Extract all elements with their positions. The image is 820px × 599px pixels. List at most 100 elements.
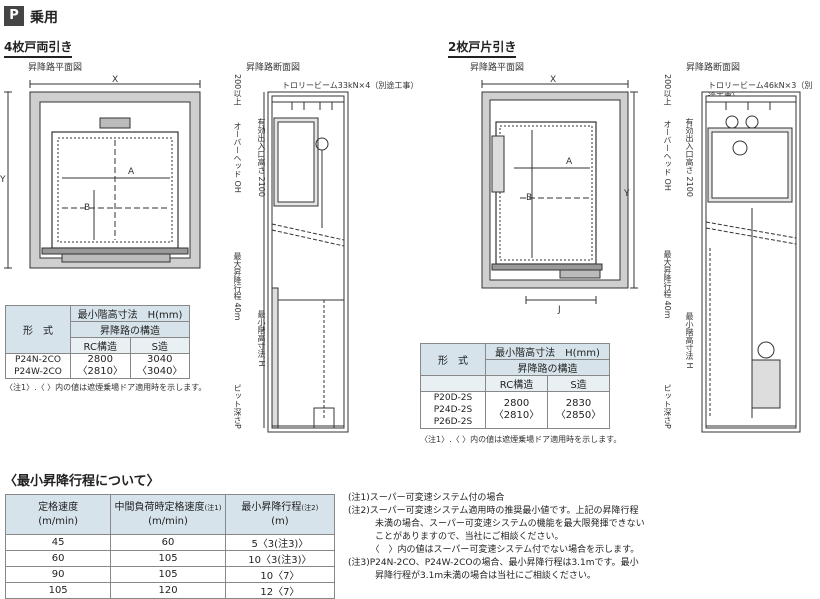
right-plan-dim-b: B bbox=[526, 193, 532, 203]
left-section-title: 4枚戸両引き bbox=[4, 38, 73, 58]
right-table-rc-alt: 〈2810〉 bbox=[493, 410, 540, 421]
left-table-s-value: 3040 bbox=[147, 354, 173, 365]
travel-col-mid-unit: (m/min) bbox=[148, 515, 188, 527]
right-plan-drawing: X Y A B J bbox=[481, 75, 638, 315]
travel-table: 定格速度 (m/min) 中間負荷時定格速度(注1) (m/min) 最小昇降行… bbox=[4, 494, 336, 599]
left-v-overhead: オーバーヘッド OH bbox=[233, 122, 242, 193]
left-v-over200: 200以上 bbox=[233, 74, 242, 106]
travel-col-rated-label: 定格速度 bbox=[38, 501, 79, 513]
left-table-col-rc: RC構造 bbox=[70, 337, 131, 354]
left-plan-dim-a: A bbox=[128, 167, 135, 177]
right-table-col-minfloor: 最小階高寸法 H(mm) bbox=[485, 343, 610, 360]
right-spec-table: 形 式 最小階高寸法 H(mm) 昇降路の構造 RC構造 S造 P20D-2S … bbox=[420, 343, 610, 429]
right-table-col-structure: 昇降路の構造 bbox=[485, 359, 610, 376]
right-table-model: P24D-2S bbox=[433, 405, 473, 415]
travel-note: 未満の場合、スーパー可変速システムの機能を最大限発揮できない bbox=[348, 519, 645, 529]
travel-col-min: 最小昇降行程(注2) (m) bbox=[224, 494, 336, 535]
left-table-rc-value: 2800 bbox=[87, 354, 113, 365]
travel-col-mid: 中間負荷時定格速度(注1) (m/min) bbox=[110, 494, 226, 535]
right-table-note: 〈注1〉.〈 〉内の値は遮煙乗場ドア適用時を示します。 bbox=[420, 435, 622, 444]
left-spec-table: 形 式 最小階高寸法 H(mm) 昇降路の構造 RC構造 S造 P24N-2CO… bbox=[5, 305, 190, 379]
left-v-min-floor: 最小階高寸法 H bbox=[257, 310, 266, 367]
right-plan-dim-a: A bbox=[566, 157, 573, 167]
left-table-col-structure: 昇降路の構造 bbox=[70, 321, 190, 338]
travel-col-mid-note: (注1) bbox=[204, 503, 222, 512]
travel-col-min-unit: (m) bbox=[271, 515, 289, 527]
travel-note: 〈 〉内の値はスーパー可変速システム付でない場合を示します。 bbox=[348, 545, 640, 555]
right-table-col-type: 形 式 bbox=[420, 343, 486, 376]
table-row: 45 60 5〈3(注3)〉 bbox=[4, 534, 336, 551]
right-plan-dim-j: J bbox=[557, 305, 561, 315]
table-row: 90 105 10〈7〉 bbox=[4, 566, 336, 583]
left-plan-dim-y: Y bbox=[0, 175, 6, 185]
travel-note: (注1)スーパー可変速システム付の場合 bbox=[348, 493, 505, 503]
travel-title: 〈最小昇降行程について〉 bbox=[4, 474, 160, 489]
left-table-s-cell: 3040 〈3040〉 bbox=[129, 353, 190, 379]
section-badge: P bbox=[4, 6, 24, 26]
left-trolley-beam-label: トロリービーム33kN×4（別途工事） bbox=[282, 81, 419, 90]
right-v-max-travel: 最大昇降行程 40m bbox=[663, 250, 672, 319]
right-table-col-rc: RC構造 bbox=[485, 375, 548, 392]
travel-col-min-label: 最小昇降行程 bbox=[241, 501, 302, 513]
right-v-entrance-height: 有効出入口高さ 2100 bbox=[685, 118, 694, 197]
right-v-over200: 200以上 bbox=[663, 74, 672, 106]
right-v-overhead: オーバーヘッド OH bbox=[663, 120, 672, 191]
right-table-s-cell: 2830 〈2850〉 bbox=[547, 391, 610, 429]
right-section-label: 昇降路断面図 bbox=[686, 63, 741, 73]
right-table-s-alt: 〈2850〉 bbox=[555, 410, 602, 421]
travel-mid: 105 bbox=[110, 566, 226, 583]
right-table-model: P20D-2S bbox=[433, 393, 473, 403]
left-table-model: P24N-2CO bbox=[15, 355, 61, 365]
right-section-title: 2枚戸片引き bbox=[448, 38, 517, 58]
right-v-min-floor: 最小階高寸法 H bbox=[685, 312, 694, 369]
left-table-note: 〈注1〉.〈 〉内の値は遮煙乗場ドア適用時を示します。 bbox=[5, 383, 207, 392]
right-table-rc-value: 2800 bbox=[503, 398, 530, 409]
right-v-pit: ピット深さP bbox=[663, 384, 672, 429]
travel-rated: 60 bbox=[4, 550, 112, 567]
table-row: 60 105 10〈3(注3)〉 bbox=[4, 550, 336, 567]
right-section-drawing bbox=[701, 91, 801, 433]
left-table-rc-alt: 〈2810〉 bbox=[77, 366, 123, 377]
left-plan-label: 昇降路平面図 bbox=[28, 63, 83, 73]
travel-notes: (注1)スーパー可変速システム付の場合 (注2)スーパー可変速システム適用時の推… bbox=[348, 492, 816, 583]
right-plan-dim-x: X bbox=[550, 75, 556, 85]
right-plan-label: 昇降路平面図 bbox=[470, 63, 525, 73]
travel-rated: 90 bbox=[4, 566, 112, 583]
travel-note: (注2)スーパー可変速システム適用時の推奨最小値です。上記の昇降行程 bbox=[348, 506, 639, 516]
travel-rated: 45 bbox=[4, 534, 112, 551]
travel-col-rated-unit: (m/min) bbox=[38, 515, 79, 527]
right-table-rc-cell: 2800 〈2810〉 bbox=[485, 391, 548, 429]
left-table-s-alt: 〈3040〉 bbox=[137, 366, 183, 377]
left-table-col-type: 形 式 bbox=[5, 305, 71, 354]
travel-col-rated: 定格速度 (m/min) bbox=[4, 494, 112, 535]
left-v-entrance-height: 有効出入口高さ 2100 bbox=[257, 118, 266, 197]
left-table-model: P24W-2CO bbox=[14, 367, 62, 377]
travel-note: ことがありますので、当社にご相談ください。 bbox=[348, 532, 564, 542]
travel-note: (注3)P24N-2CO、P24W-2COの場合、最小昇降行程は3.1mです。最… bbox=[348, 558, 639, 568]
left-plan-dim-x: X bbox=[112, 75, 118, 85]
right-table-models: P20D-2S P24D-2S P26D-2S bbox=[420, 391, 486, 429]
travel-col-min-note: (注2) bbox=[301, 503, 319, 512]
travel-min: 10〈7〉 bbox=[224, 566, 336, 583]
left-v-max-travel: 最大昇降行程 40m bbox=[233, 252, 242, 321]
right-table-col-s: S造 bbox=[547, 375, 610, 392]
left-table-col-s: S造 bbox=[129, 337, 190, 354]
travel-col-mid-label: 中間負荷時定格速度 bbox=[114, 501, 205, 513]
travel-mid: 60 bbox=[110, 534, 226, 551]
left-section-drawing bbox=[263, 91, 349, 433]
travel-note: 昇降行程が3.1m未満の場合は当社にご相談ください。 bbox=[348, 571, 596, 581]
travel-mid: 105 bbox=[110, 550, 226, 567]
page-title: 乗用 bbox=[30, 10, 58, 26]
left-table-models: P24N-2CO P24W-2CO bbox=[5, 353, 71, 379]
left-plan-dim-b: B bbox=[84, 203, 90, 213]
left-table-col-minfloor: 最小階高寸法 H(mm) bbox=[70, 305, 190, 322]
travel-min: 10〈3(注3)〉 bbox=[224, 550, 336, 567]
left-plan-drawing: X Y A B bbox=[0, 75, 201, 269]
right-table-s-value: 2830 bbox=[565, 398, 592, 409]
left-section-label: 昇降路断面図 bbox=[246, 63, 301, 73]
travel-min: 5〈3(注3)〉 bbox=[224, 534, 336, 551]
right-table-model: P26D-2S bbox=[433, 417, 473, 427]
right-plan-dim-y: Y bbox=[623, 189, 630, 199]
left-table-rc-cell: 2800 〈2810〉 bbox=[70, 353, 131, 379]
left-v-pit: ピット深さP bbox=[233, 384, 242, 429]
